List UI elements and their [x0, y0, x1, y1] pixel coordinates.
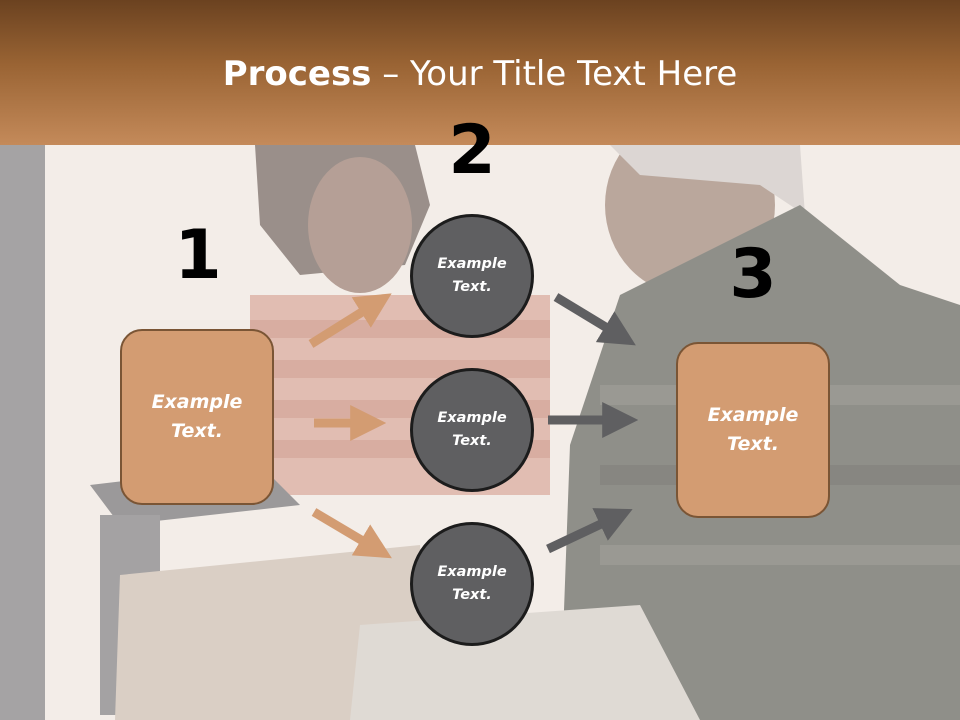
- left-box-text: Example Text.: [151, 391, 243, 442]
- step-number-3: 3: [729, 235, 777, 314]
- arrow-left-to-bottom: [311, 508, 392, 559]
- slide-title: Process – Your Title Text Here: [0, 52, 960, 96]
- circle-bottom: Example Text.: [410, 522, 534, 646]
- title-rest: – Your Title Text Here: [371, 54, 738, 94]
- left-box: Example Text.: [120, 329, 274, 505]
- step-number-1: 1: [174, 216, 222, 295]
- circle-top-text: Example Text.: [437, 256, 507, 295]
- arrow-top-to-right: [553, 293, 636, 346]
- circle-bottom-text: Example Text.: [437, 564, 507, 603]
- header-band: [0, 0, 960, 145]
- arrow-bottom-to-right: [546, 508, 633, 554]
- circle-middle: Example Text.: [410, 368, 534, 492]
- circle-middle-text: Example Text.: [437, 410, 507, 449]
- right-box: Example Text.: [676, 342, 830, 518]
- title-bold: Process: [222, 54, 372, 94]
- right-box-text: Example Text.: [707, 404, 799, 455]
- circle-top: Example Text.: [410, 214, 534, 338]
- step-number-2: 2: [448, 111, 496, 190]
- arrow-left-to-top: [308, 293, 392, 348]
